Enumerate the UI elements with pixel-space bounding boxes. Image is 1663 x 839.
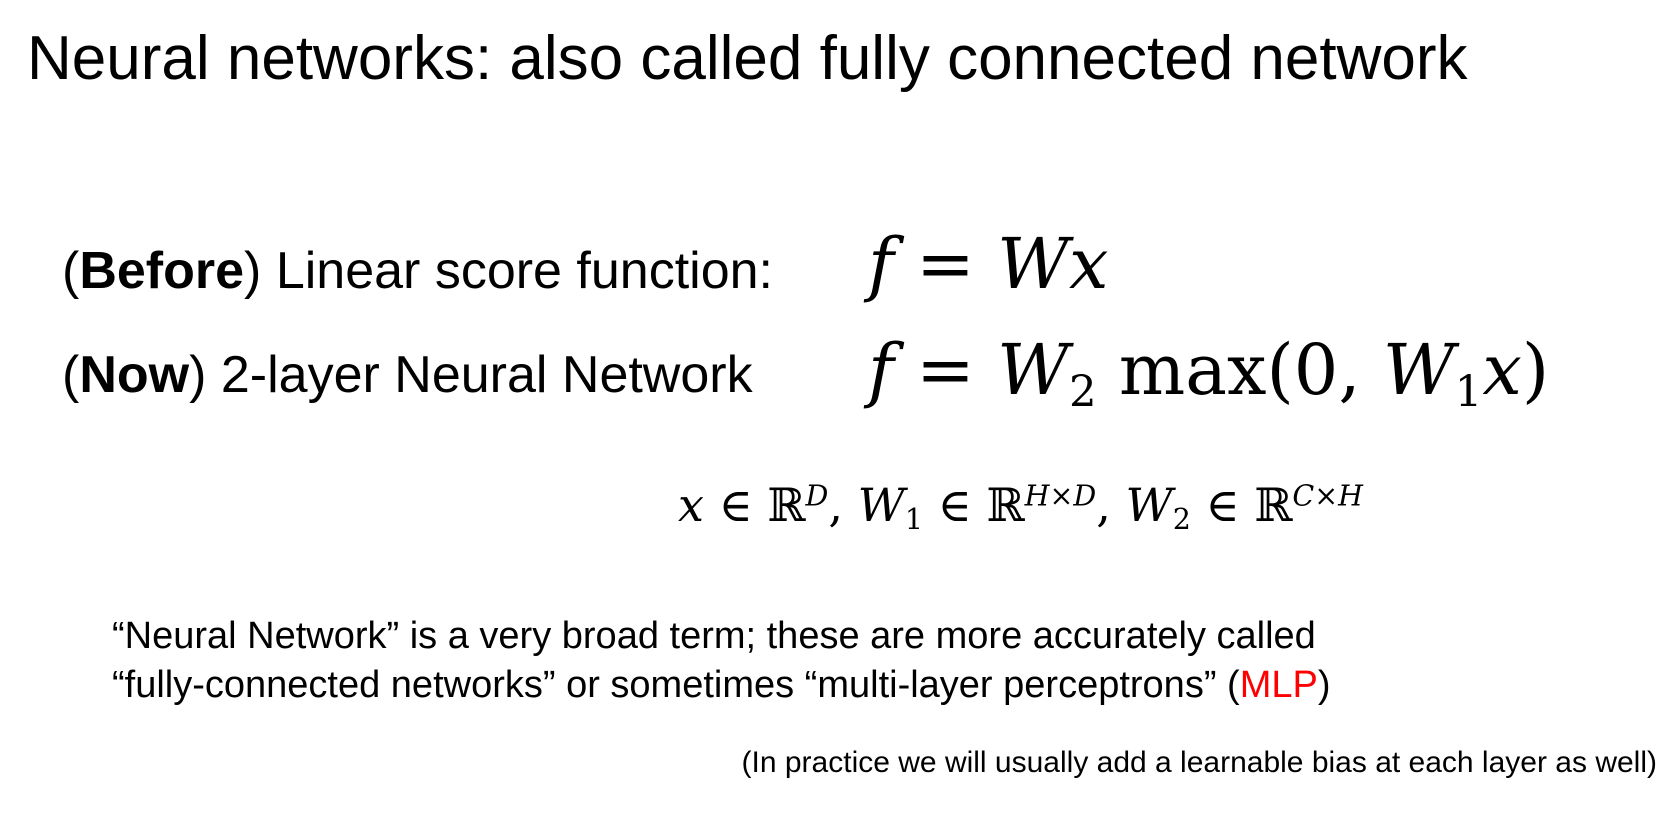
- now-paren-close: ): [189, 346, 207, 404]
- eq-now-w1-subscript: 1: [1454, 367, 1483, 418]
- eq-now-equals: =: [893, 329, 998, 411]
- dims-sup-2: H×D: [1024, 479, 1097, 513]
- slide-title: Neural networks: also called fully conne…: [27, 24, 1468, 93]
- dims-x: x: [678, 478, 704, 532]
- note-line-2-suffix: ): [1317, 664, 1331, 707]
- before-paren-open: (: [62, 242, 80, 300]
- dims-reals-3: ℝ: [1254, 478, 1293, 532]
- terminology-note: “Neural Network” is a very broad term; t…: [112, 612, 1330, 711]
- eq-now-max: max(0,: [1096, 329, 1383, 411]
- bias-footnote: (In practice we will usually add a learn…: [741, 746, 1657, 779]
- dims-comma-1: ,: [828, 478, 858, 532]
- dims-w1: W: [857, 478, 905, 532]
- dims-in-1: ∈: [703, 478, 768, 532]
- eq-before-x: x: [1069, 223, 1109, 305]
- eq-now-x: x: [1482, 329, 1522, 411]
- dims-w2: W: [1125, 478, 1173, 532]
- eq-now-w2: W: [997, 329, 1070, 411]
- before-bold-word: Before: [79, 242, 245, 300]
- dims-w1-subscript: 1: [904, 502, 924, 536]
- now-row-label: (Now) 2-layer Neural Network: [62, 344, 753, 406]
- dims-sup-1: D: [805, 479, 829, 513]
- dims-w2-subscript: 2: [1172, 502, 1191, 536]
- dims-in-3: ∈: [1190, 478, 1255, 532]
- note-line-2: “fully-connected networks” or sometimes …: [112, 661, 1330, 710]
- dims-reals-1: ℝ: [767, 478, 806, 532]
- now-description: 2-layer Neural Network: [206, 346, 753, 404]
- note-line-2-prefix: “fully-connected networks” or sometimes …: [112, 664, 1240, 707]
- eq-before-f: f: [868, 223, 894, 305]
- before-description: Linear score function:: [261, 242, 773, 300]
- linear-score-equation: f = Wx: [868, 222, 1109, 306]
- now-paren-open: (: [62, 346, 80, 404]
- eq-before-w: W: [997, 223, 1070, 305]
- dims-reals-2: ℝ: [986, 478, 1025, 532]
- dims-sup-3: C×H: [1292, 479, 1364, 513]
- note-line-1: “Neural Network” is a very broad term; t…: [112, 615, 1316, 657]
- eq-before-equals: =: [893, 223, 998, 305]
- before-paren-close: ): [244, 242, 262, 300]
- before-row-label: (Before) Linear score function:: [62, 240, 773, 302]
- dims-comma-2: ,: [1096, 478, 1126, 532]
- mlp-highlight: MLP: [1239, 664, 1318, 707]
- eq-now-w1: W: [1382, 329, 1455, 411]
- now-bold-word: Now: [79, 346, 190, 404]
- eq-now-close-paren: ): [1521, 329, 1550, 411]
- eq-now-w2-subscript: 2: [1069, 367, 1097, 418]
- eq-now-f: f: [868, 329, 894, 411]
- two-layer-network-equation: f = W2 max(0, W1x): [868, 328, 1550, 414]
- dimensions-equation: x ∈ ℝD, W1 ∈ ℝH×D, W2 ∈ ℝC×H: [678, 478, 1364, 536]
- dims-in-2: ∈: [923, 478, 987, 532]
